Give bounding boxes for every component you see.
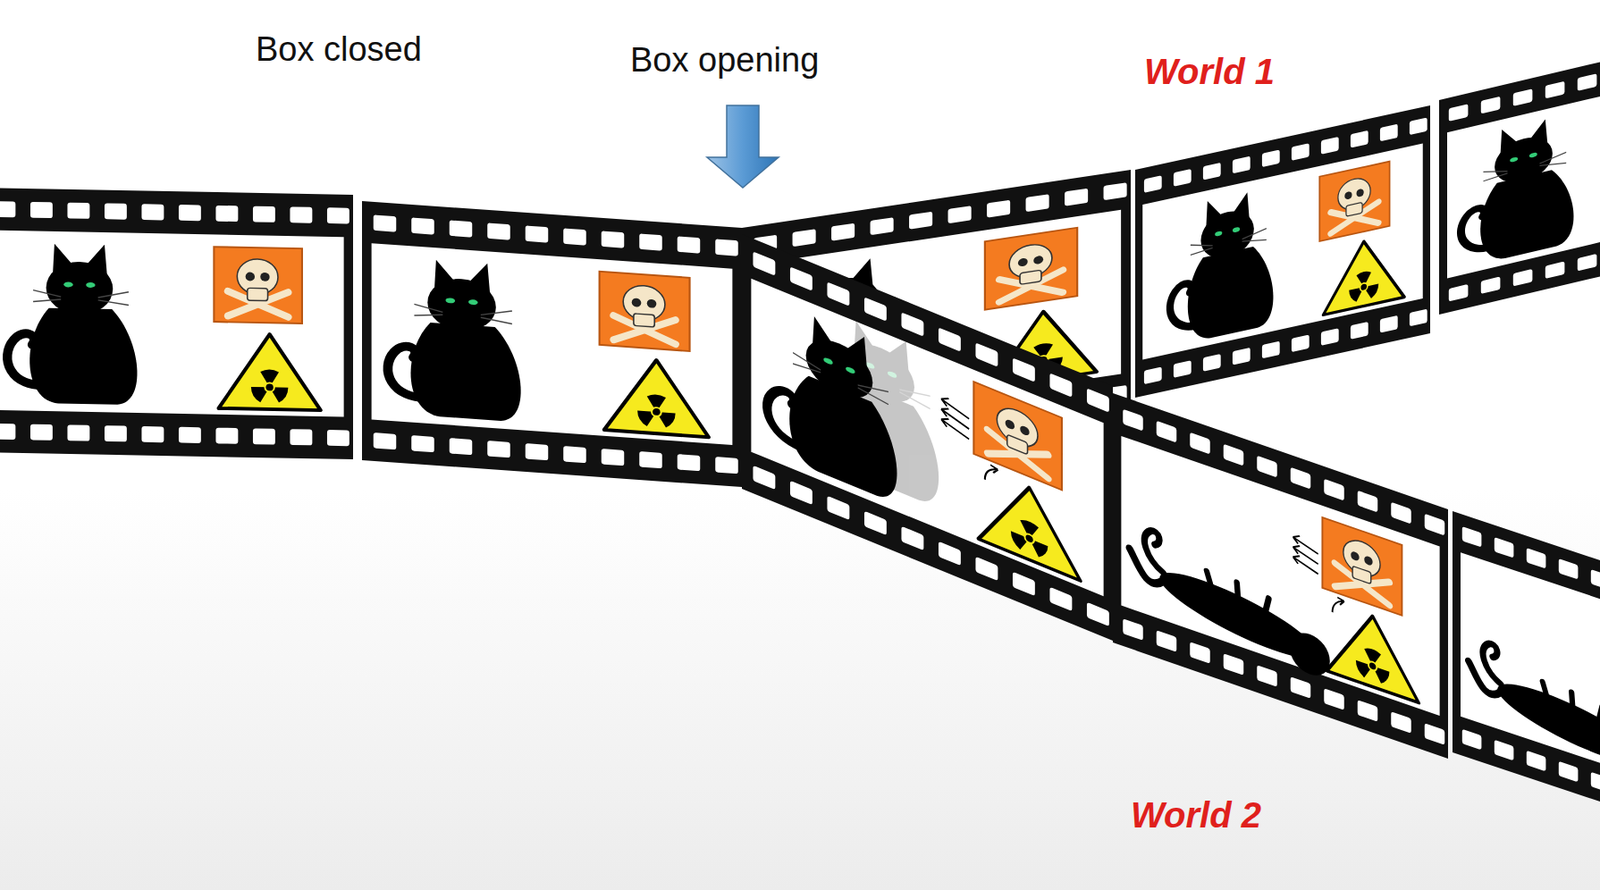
film-frame	[1439, 24, 1600, 315]
film-frame	[362, 201, 742, 488]
film-frame	[1135, 105, 1431, 398]
world-label: World 2	[1130, 795, 1262, 836]
film-frame	[1112, 393, 1449, 759]
down-arrow	[707, 105, 779, 188]
stage-label: Box opening	[630, 41, 819, 80]
film-frame	[0, 187, 354, 460]
world-label: World 1	[1144, 51, 1275, 93]
film-frame	[1452, 511, 1600, 860]
film-frame	[741, 234, 1113, 641]
stage-label: Box closed	[255, 30, 422, 69]
